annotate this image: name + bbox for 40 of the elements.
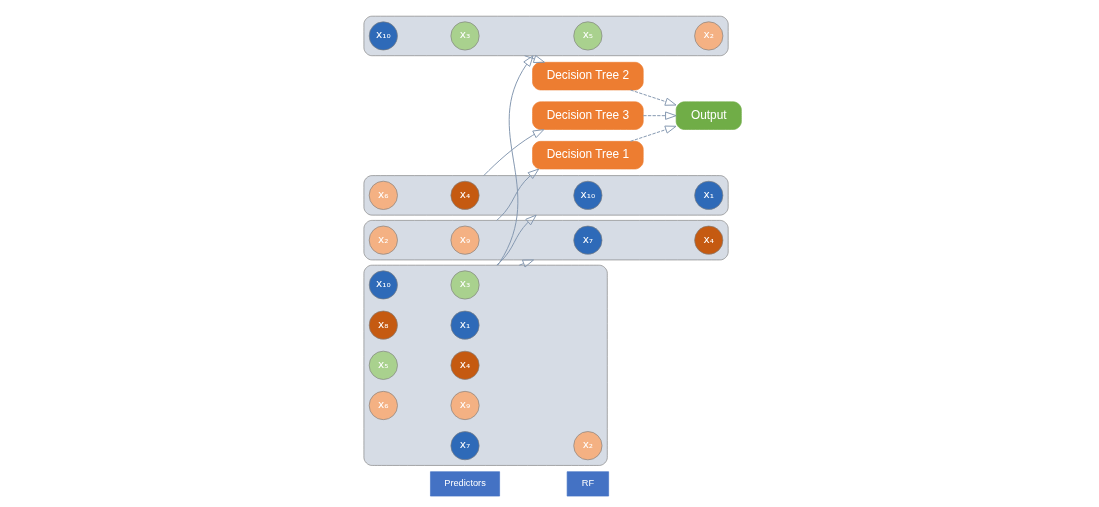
node-box: Decision Tree 3 [531,101,644,130]
arrow [495,168,539,221]
node-circle: x₈ [368,310,398,340]
node-circle: x₁ [693,180,723,210]
node-circle: x₁₀ [368,21,398,51]
node-circle: x₉ [450,391,479,420]
node-circle: x₁ [450,310,479,340]
arrow [642,111,677,120]
node-circle: x₃ [450,270,479,300]
node-box: Output [675,101,742,130]
node-circle: x₃ [450,21,479,51]
node-circle: x₄ [450,350,479,380]
node-circle: x₆ [368,180,398,210]
node-circle: x₁₀ [572,180,602,210]
node-circle: x₄ [450,180,479,210]
cluster [363,220,729,261]
node-circle: x₆ [368,391,398,420]
node-circle: x₉ [450,225,479,255]
node-box: Decision Tree 1 [531,141,644,170]
node-circle: x₅ [368,350,398,380]
arrow [482,129,544,177]
node-box: RF [566,471,609,497]
node-box: Decision Tree 2 [531,61,644,91]
node-circle: x₁₀ [368,270,398,300]
node-circle: x₅ [572,21,602,51]
arrow [495,214,537,266]
node-box: Predictors [429,471,500,497]
arrow [629,125,676,142]
node-circle: x₂ [368,225,398,255]
node-circle: x₂ [693,21,723,51]
node-circle: x₇ [450,431,479,461]
arrow [496,55,534,266]
node-circle: x₂ [572,431,602,461]
node-circle: x₄ [693,225,723,255]
cluster [363,175,729,216]
cluster [363,15,729,57]
arrow [523,55,545,63]
arrow [629,89,676,106]
node-circle: x₇ [572,225,602,255]
arrow [518,259,534,268]
